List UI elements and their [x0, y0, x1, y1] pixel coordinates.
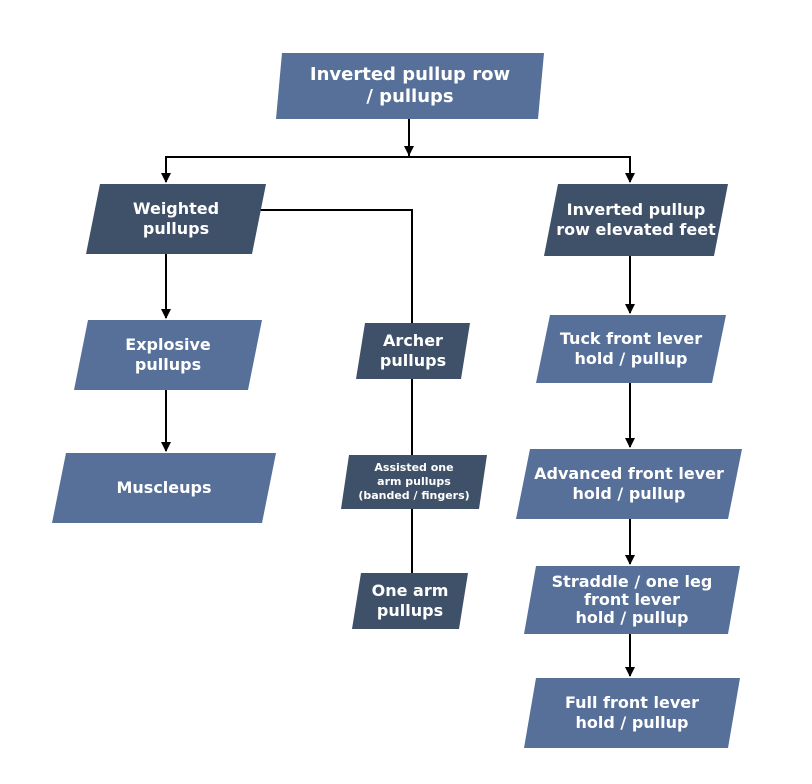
- node-straddle-front-lever-label: Straddle / one leg front lever hold / pu…: [551, 572, 713, 627]
- node-root-label: Inverted pullup row / pullups: [309, 64, 511, 107]
- node-tuck-front-lever-label: Tuck front lever hold / pullup: [559, 329, 703, 368]
- node-inverted-elevated-feet-label: Inverted pullup row elevated feet: [556, 200, 716, 239]
- node-advanced-front-lever-label: Advanced front lever hold / pullup: [534, 464, 724, 503]
- node-archer-pullups: Archer pullups: [356, 323, 470, 379]
- node-muscleups: Muscleups: [52, 453, 276, 523]
- connector-weighted-to-archer: [258, 209, 413, 323]
- node-archer-pullups-label: Archer pullups: [379, 331, 447, 370]
- node-weighted-pullups: Weighted pullups: [86, 184, 266, 254]
- node-explosive-pullups-label: Explosive pullups: [125, 335, 211, 374]
- node-root: Inverted pullup row / pullups: [276, 53, 544, 119]
- node-one-arm-pullups-label: One arm pullups: [371, 581, 449, 620]
- node-straddle-front-lever: Straddle / one leg front lever hold / pu…: [524, 566, 740, 634]
- node-tuck-front-lever: Tuck front lever hold / pullup: [536, 315, 726, 383]
- node-full-front-lever: Full front lever hold / pullup: [524, 678, 740, 748]
- node-weighted-pullups-label: Weighted pullups: [132, 199, 220, 238]
- node-muscleups-label: Muscleups: [116, 478, 212, 498]
- node-assisted-one-arm: Assisted one arm pullups (banded / finge…: [341, 455, 487, 509]
- node-explosive-pullups: Explosive pullups: [74, 320, 262, 390]
- connector-root-to-inverted-elevated: [409, 156, 635, 183]
- connector-root-to-weighted: [161, 118, 410, 183]
- node-assisted-one-arm-label: Assisted one arm pullups (banded / finge…: [358, 460, 470, 503]
- node-advanced-front-lever: Advanced front lever hold / pullup: [516, 449, 742, 519]
- node-inverted-elevated-feet: Inverted pullup row elevated feet: [544, 184, 728, 256]
- node-one-arm-pullups: One arm pullups: [352, 573, 468, 629]
- node-full-front-lever-label: Full front lever hold / pullup: [564, 693, 700, 732]
